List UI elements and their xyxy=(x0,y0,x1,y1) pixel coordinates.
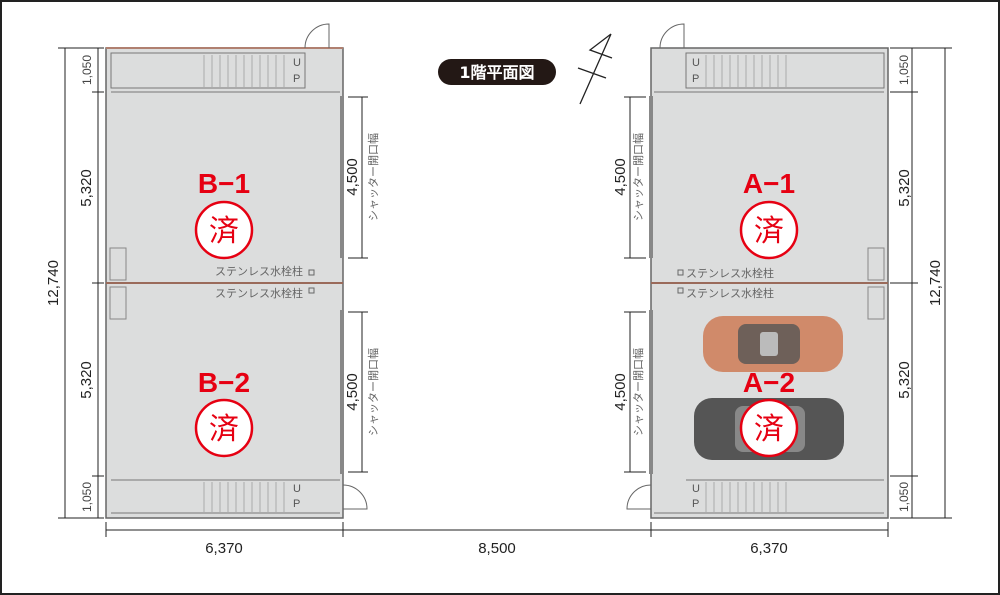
dim-total-height: 12,740 xyxy=(45,260,62,306)
dim-unit-depth: 5,320 xyxy=(78,169,95,207)
dim-stair: 1,050 xyxy=(897,482,911,512)
sold-stamp-text: 済 xyxy=(209,214,239,249)
dim-unit-depth: 5,320 xyxy=(896,361,913,399)
title-text: 1階平面図 xyxy=(459,63,534,82)
up-label: P xyxy=(293,498,300,510)
sold-stamp xyxy=(194,200,254,260)
dim-unit-depth: 5,320 xyxy=(78,361,95,399)
shutter-label: シャッター開口幅 xyxy=(632,348,645,436)
faucet-icon xyxy=(677,287,684,294)
dimension-lines xyxy=(58,47,952,537)
title-badge: 1階平面図 xyxy=(438,59,556,85)
unit-a1: A−1 済 xyxy=(739,168,799,260)
shutter-label: シャッター開口幅 xyxy=(367,348,380,436)
car-orange xyxy=(703,316,843,372)
unit-label: B−2 xyxy=(198,367,250,398)
shutter xyxy=(340,310,344,474)
dim-shutter-width: 4,500 xyxy=(344,158,361,196)
dim-stair: 1,050 xyxy=(897,55,911,85)
unit-b1: B−1 済 xyxy=(194,168,254,260)
door xyxy=(304,23,330,49)
unit-a2: A−2 済 xyxy=(739,367,799,458)
door xyxy=(342,484,368,510)
dim-building-width: 6,370 xyxy=(205,540,243,557)
faucet-icon xyxy=(308,287,315,294)
dim-unit-depth: 5,320 xyxy=(896,169,913,207)
sold-stamp-text: 済 xyxy=(209,412,239,447)
unit-label: A−1 xyxy=(743,168,795,199)
dim-shutter-width: 4,500 xyxy=(612,158,629,196)
dim-stair: 1,050 xyxy=(80,482,94,512)
up-label: U xyxy=(293,483,301,495)
sold-stamp xyxy=(739,398,799,458)
up-label: U xyxy=(692,57,700,69)
sold-stamp-text: 済 xyxy=(754,412,784,447)
unit-label: B−1 xyxy=(198,168,250,199)
faucet-label: ステンレス水栓柱 xyxy=(686,266,774,280)
door xyxy=(626,484,652,510)
faucet-icon xyxy=(308,269,315,276)
sold-stamp xyxy=(194,398,254,458)
faucet-icon xyxy=(677,269,684,276)
sold-stamp xyxy=(739,200,799,260)
shutter xyxy=(649,310,653,474)
up-label: P xyxy=(692,73,699,85)
up-label: P xyxy=(293,73,300,85)
sold-stamp-text: 済 xyxy=(754,214,784,249)
dim-building-width: 6,370 xyxy=(750,540,788,557)
dim-shutter-width: 4,500 xyxy=(612,373,629,411)
unit-b2: B−2 済 xyxy=(194,367,254,458)
shutter xyxy=(649,96,653,258)
up-label: U xyxy=(293,57,301,69)
faucet-label: ステンレス水栓柱 xyxy=(686,286,774,300)
dim-shutter-width: 4,500 xyxy=(344,373,361,411)
faucet-label: ステンレス水栓柱 xyxy=(215,264,303,278)
shutter-label: シャッター開口幅 xyxy=(632,133,645,221)
up-label: U xyxy=(692,483,700,495)
dim-gap-width: 8,500 xyxy=(478,540,516,557)
door xyxy=(659,23,685,49)
unit-label: A−2 xyxy=(743,367,795,398)
up-label: P xyxy=(692,498,699,510)
north-arrow-icon xyxy=(577,33,613,105)
dim-total-height: 12,740 xyxy=(927,260,944,306)
dim-stair: 1,050 xyxy=(80,55,94,85)
shutter xyxy=(340,96,344,258)
faucet-label: ステンレス水栓柱 xyxy=(215,286,303,300)
shutter-label: シャッター開口幅 xyxy=(367,133,380,221)
